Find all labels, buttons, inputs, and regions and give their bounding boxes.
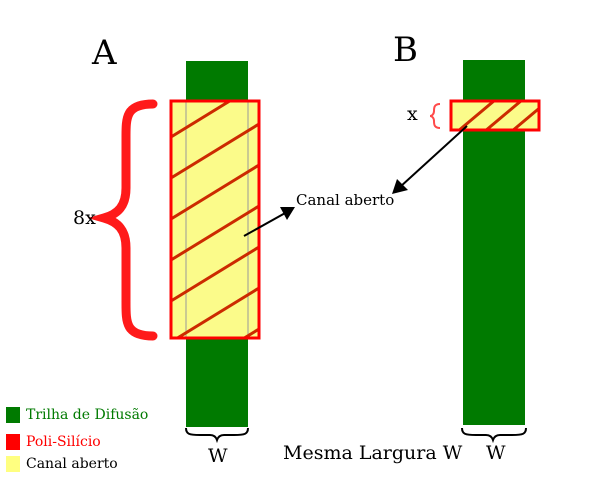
label-same-width: Mesma Largura W <box>283 442 463 464</box>
width-brace-a <box>185 427 249 444</box>
label-width-a: W <box>208 445 228 467</box>
channel-a <box>172 102 258 337</box>
arrow-b-head <box>392 179 408 194</box>
poly-silicon-a <box>169 99 261 340</box>
legend-swatch-diffusion <box>6 407 20 423</box>
arrow-b-shaft <box>399 125 468 188</box>
legend-item-diffusion: Trilha de Difusão <box>6 407 148 423</box>
arrow-a-head <box>280 207 295 220</box>
width-brace-b <box>461 427 527 444</box>
label-canal-aberto: Canal aberto <box>296 191 395 209</box>
legend-label-poly: Poli-Silício <box>26 434 101 450</box>
legend-swatch-poly <box>6 434 20 450</box>
legend-item-poly: Poli-Silício <box>6 434 101 450</box>
poly-silicon-b <box>449 99 541 132</box>
legend-label-diffusion: Trilha de Difusão <box>26 407 149 423</box>
brace-x <box>429 103 441 129</box>
label-b: B <box>393 30 418 70</box>
arrow-a-shaft <box>243 211 288 237</box>
legend-item-channel: Canal aberto <box>6 456 118 472</box>
brace-8x <box>87 99 158 341</box>
label-x: x <box>407 103 418 125</box>
legend-swatch-channel <box>6 456 20 472</box>
label-8x: 8x <box>73 207 96 229</box>
label-a: A <box>92 33 117 73</box>
label-width-b: W <box>486 442 506 464</box>
legend-label-channel: Canal aberto <box>26 456 118 472</box>
poly-hatch-a <box>171 101 259 338</box>
